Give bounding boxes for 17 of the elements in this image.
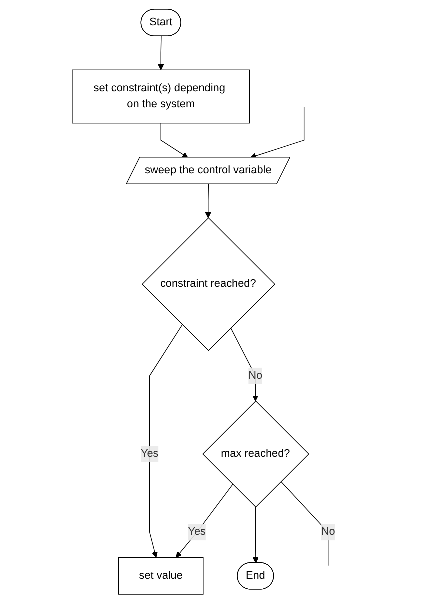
arrow (160, 123, 188, 158)
connector (280, 481, 329, 566)
edge-label: Yes (140, 448, 159, 460)
edge-label: No (321, 526, 336, 538)
arrow (205, 184, 212, 218)
arrow (158, 36, 164, 70)
arrow (252, 506, 259, 564)
arrow (149, 324, 183, 558)
node-diamond: constraint reached? (142, 218, 276, 352)
edge-label: Yes (188, 526, 206, 538)
edge-label: No (248, 370, 262, 382)
node-box: set value (118, 557, 204, 595)
arrow (176, 484, 234, 558)
arrow (250, 106, 305, 159)
arrow (230, 328, 258, 402)
node-diamond: max reached? (202, 400, 310, 508)
node-box: set constraint(s) depending on the system (72, 70, 250, 124)
